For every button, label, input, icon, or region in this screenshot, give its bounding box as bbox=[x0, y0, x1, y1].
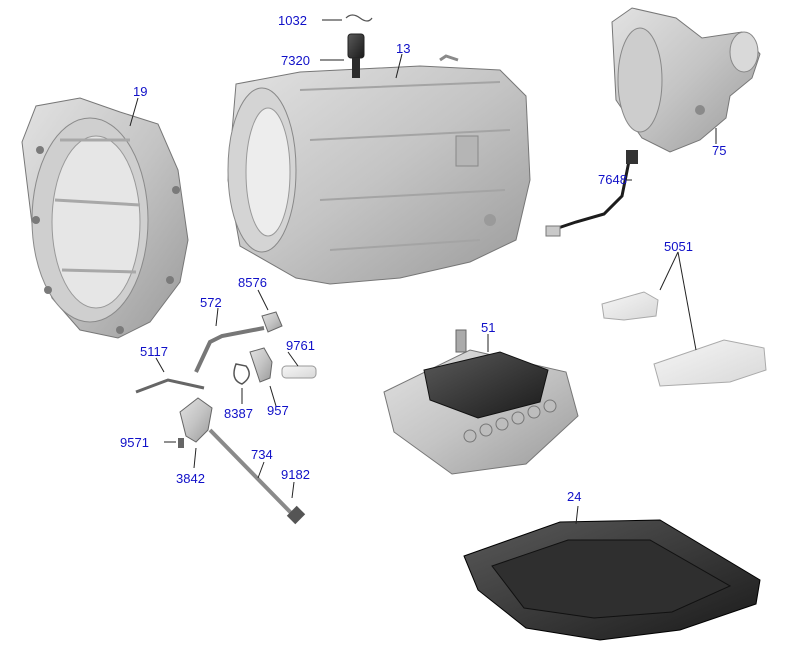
shift-rod-part-572[interactable] bbox=[194, 326, 265, 373]
leader-lines bbox=[129, 19, 717, 525]
clip-part-1032[interactable] bbox=[345, 14, 373, 22]
wire-harness-part-7648[interactable] bbox=[545, 150, 638, 237]
spring-part-8387[interactable] bbox=[233, 363, 250, 385]
sensor-part-7320[interactable] bbox=[347, 33, 365, 78]
pin-part-9761[interactable] bbox=[281, 365, 317, 379]
callout-5051[interactable]: 5051 bbox=[664, 239, 693, 254]
callout-13[interactable]: 13 bbox=[396, 41, 411, 56]
callout-7320[interactable]: 7320 bbox=[281, 53, 310, 68]
extension-housing-part-75[interactable] bbox=[611, 7, 761, 153]
callout-9761[interactable]: 9761 bbox=[286, 338, 315, 353]
oil-pan-part-24[interactable] bbox=[463, 519, 761, 641]
detent-lever-part-957[interactable] bbox=[249, 347, 273, 383]
callout-572[interactable]: 572 bbox=[200, 295, 222, 310]
callout-957[interactable]: 957 bbox=[267, 403, 289, 418]
callout-9571[interactable]: 9571 bbox=[120, 435, 149, 450]
lever-part-5117[interactable] bbox=[135, 378, 205, 394]
manual-lever-part-3842[interactable] bbox=[179, 397, 213, 443]
callout-734[interactable]: 734 bbox=[251, 447, 273, 462]
callout-5117[interactable]: 5117 bbox=[140, 344, 168, 359]
callout-8576[interactable]: 8576 bbox=[238, 275, 267, 290]
valve-body-part-51[interactable] bbox=[383, 329, 579, 475]
shaft-end-part-9182[interactable] bbox=[286, 505, 306, 525]
shaft-part-734[interactable] bbox=[208, 428, 300, 522]
callout-8387[interactable]: 8387 bbox=[224, 406, 253, 421]
spacer-block-part-5051-small[interactable] bbox=[601, 291, 659, 321]
callout-51[interactable]: 51 bbox=[481, 320, 496, 335]
callout-24[interactable]: 24 bbox=[567, 489, 582, 504]
transmission-case-part-13[interactable] bbox=[227, 54, 531, 285]
callout-19[interactable]: 19 bbox=[133, 84, 148, 99]
bell-housing-part-19[interactable] bbox=[21, 97, 189, 339]
callout-9182[interactable]: 9182 bbox=[281, 467, 310, 482]
callout-7648[interactable]: 7648 bbox=[598, 172, 627, 187]
callout-1032[interactable]: 1032 bbox=[278, 13, 307, 28]
spacer-block-part-5051-large[interactable] bbox=[653, 339, 767, 387]
callout-3842[interactable]: 3842 bbox=[176, 471, 205, 486]
bracket-part-8576[interactable] bbox=[261, 311, 283, 333]
callout-75[interactable]: 75 bbox=[712, 143, 727, 158]
pin-part-9571[interactable] bbox=[178, 438, 184, 448]
